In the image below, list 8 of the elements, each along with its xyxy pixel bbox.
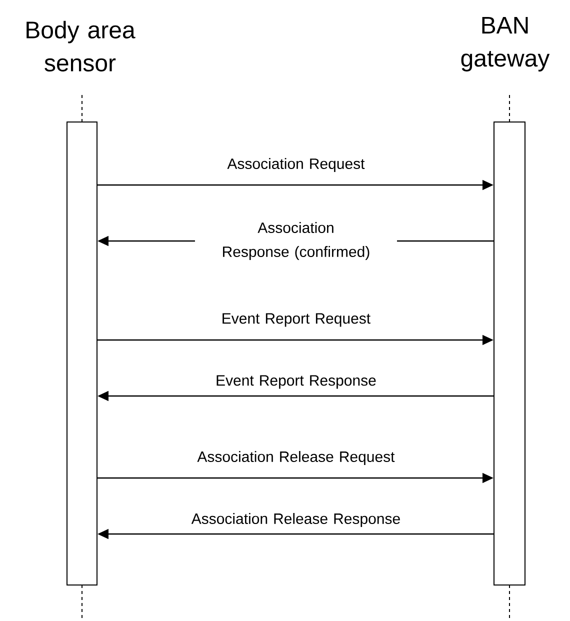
message-label: Association Release Response [191,513,400,527]
participant-heading: BAN gateway [461,16,550,72]
message-label: Event Report Response [216,375,376,389]
message-label: Association Release Request [197,451,395,465]
participant-heading: Body area sensor [26,20,136,72]
message-label: Event Report Request [222,313,370,327]
message-label: Association Request [227,158,365,172]
message-label: Association Response (confirmed) [195,221,397,261]
